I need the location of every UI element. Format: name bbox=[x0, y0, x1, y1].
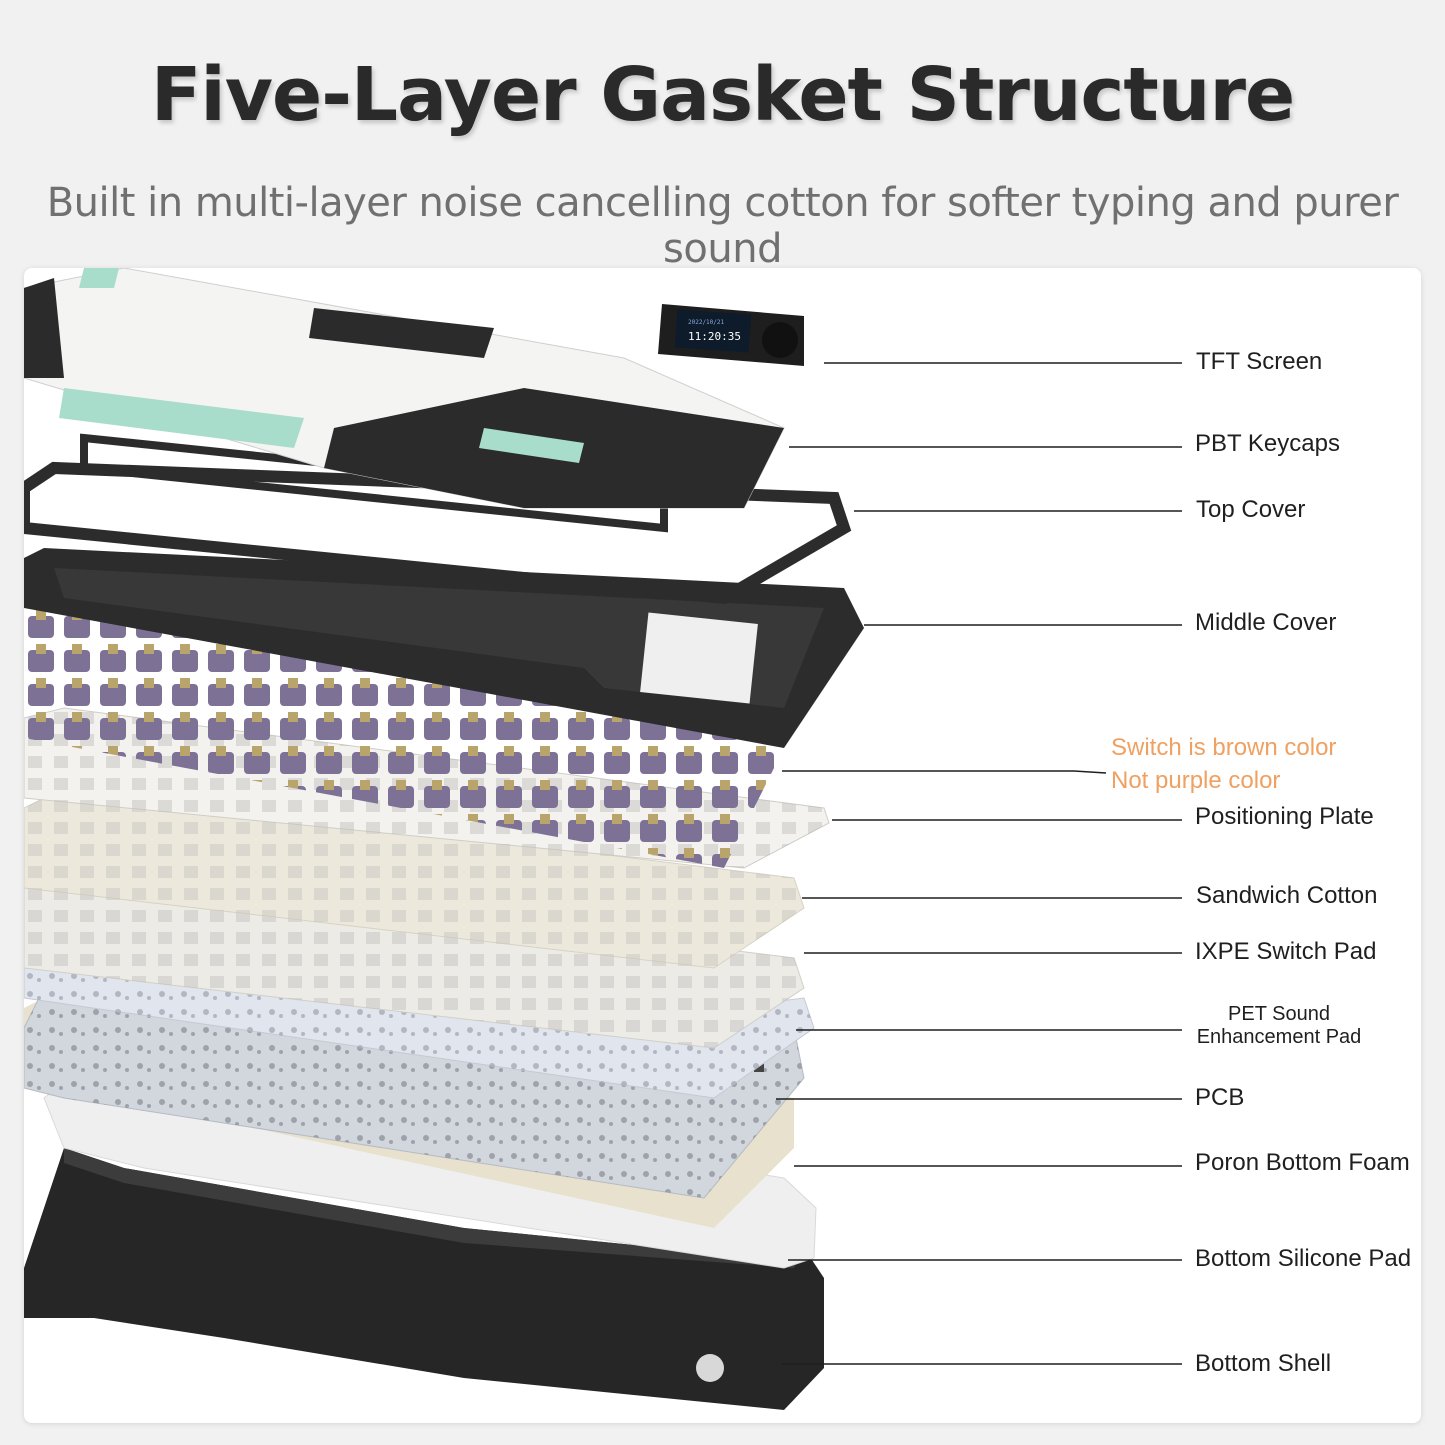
switch-color-note: Switch is brown color Not purple color bbox=[1111, 731, 1336, 797]
label-tft-screen: TFT Screen bbox=[1196, 348, 1323, 375]
page-title: Five-Layer Gasket Structure bbox=[150, 52, 1295, 138]
label-pet-line2: Enhancement Pad bbox=[1196, 1026, 1362, 1048]
page-subtitle: Built in multi-layer noise cancelling co… bbox=[46, 180, 1399, 272]
label-pet-sound-enhancement-pad: PET Sound Enhancement Pad bbox=[1194, 1003, 1364, 1049]
keyboard-exploded-illustration: 2022/10/21 11:20:35 bbox=[24, 268, 1182, 1410]
label-sandwich-cotton: Sandwich Cotton bbox=[1196, 882, 1378, 909]
label-pet-line1: PET Sound bbox=[1228, 1003, 1330, 1025]
label-positioning-plate: Positioning Plate bbox=[1195, 803, 1374, 830]
leader-line-switch-note-tail bbox=[1073, 770, 1107, 774]
label-middle-cover: Middle Cover bbox=[1195, 609, 1337, 636]
tft-time-text: 11:20:35 bbox=[688, 330, 741, 343]
label-ixpe-switch-pad: IXPE Switch Pad bbox=[1195, 938, 1377, 965]
pbt-keycaps-layer bbox=[24, 268, 785, 509]
label-bottom-silicone-pad: Bottom Silicone Pad bbox=[1195, 1245, 1412, 1272]
label-bottom-shell: Bottom Shell bbox=[1195, 1350, 1332, 1377]
label-poron-bottom-foam: Poron Bottom Foam bbox=[1195, 1149, 1410, 1176]
tft-date-text: 2022/10/21 bbox=[688, 319, 725, 326]
tft-screen-module: 2022/10/21 11:20:35 bbox=[658, 304, 804, 366]
label-pcb: PCB bbox=[1195, 1084, 1245, 1111]
exploded-diagram-panel: 2022/10/21 11:20:35 TFT Screen PBT Keyca… bbox=[24, 268, 1421, 1423]
switch-color-note-line2: Not purple color bbox=[1111, 767, 1281, 794]
middle-cover-layer bbox=[24, 548, 864, 748]
leader-lines bbox=[776, 362, 1182, 1365]
switch-color-note-line1: Switch is brown color bbox=[1111, 734, 1337, 761]
label-pbt-keycaps: PBT Keycaps bbox=[1195, 430, 1340, 457]
label-top-cover: Top Cover bbox=[1196, 496, 1306, 523]
